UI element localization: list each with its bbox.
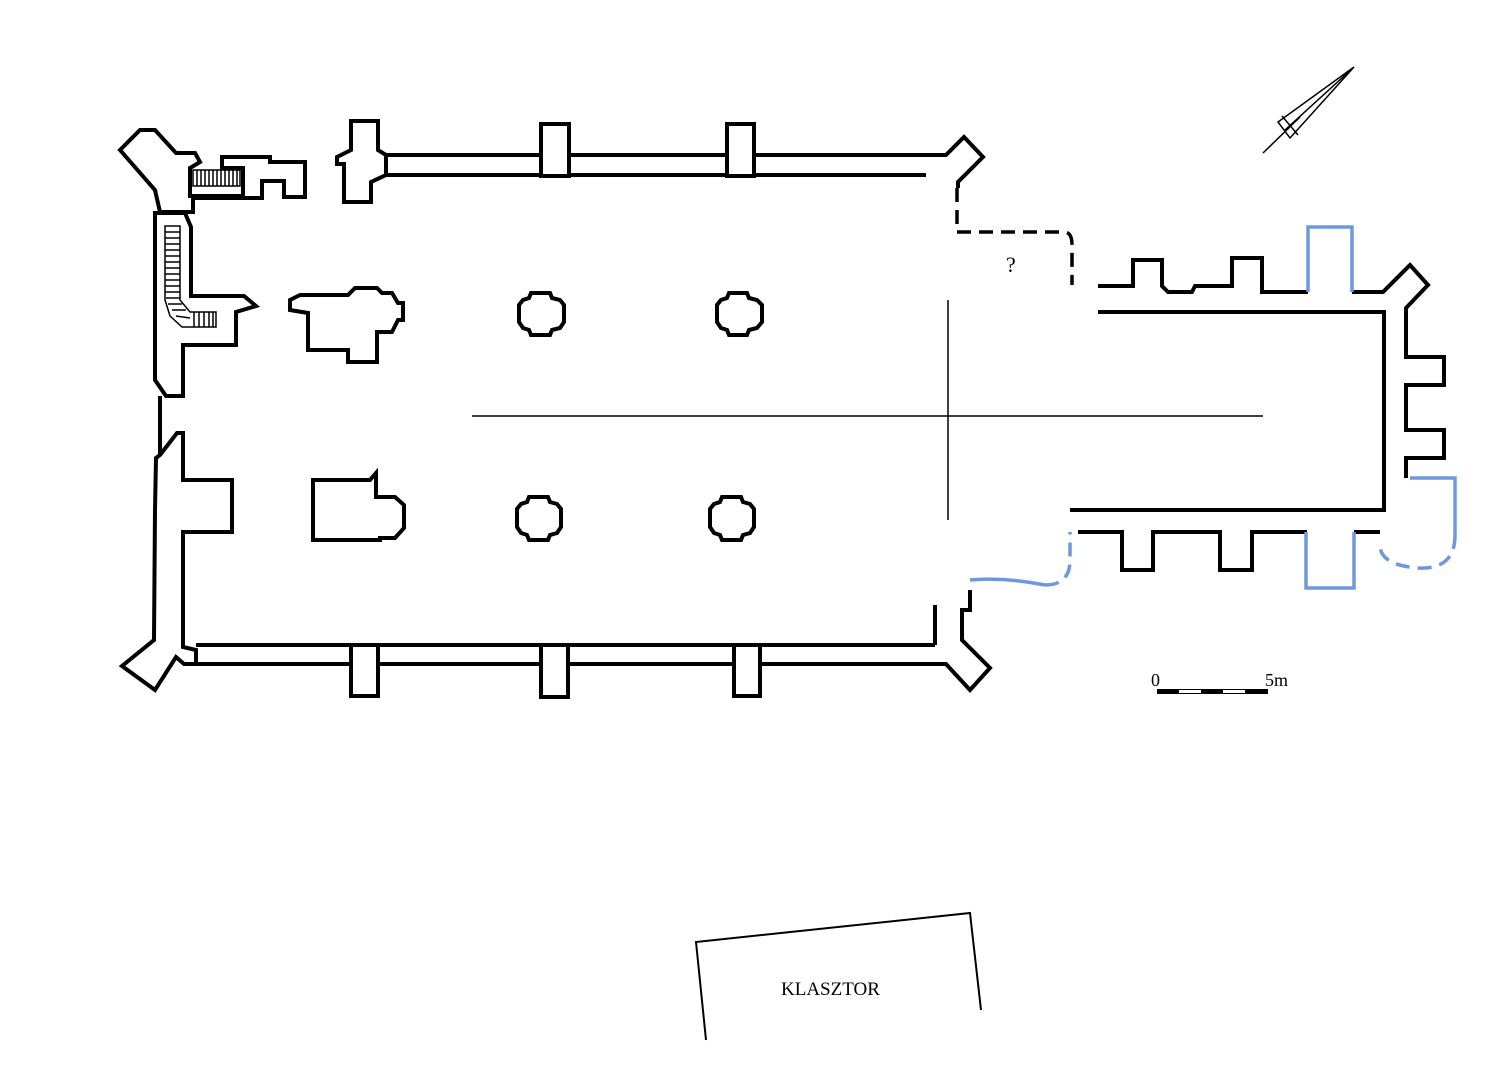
west-wall-south: [118, 431, 234, 693]
pier: [715, 291, 764, 337]
spiral-stair: [164, 225, 217, 328]
chancel: [1070, 256, 1446, 572]
buttress: [725, 122, 756, 178]
nave-piers: [288, 286, 764, 542]
reconstructed-wall-south: [969, 577, 1046, 587]
north-wall: [335, 119, 986, 204]
nw-corner-buttress: [117, 128, 307, 214]
pier-sw: [311, 467, 406, 542]
buttress: [349, 643, 380, 698]
north-arrow-icon: [1262, 66, 1355, 154]
axis-lines: [472, 300, 1263, 520]
buttress: [539, 122, 571, 178]
north-wall-pier: [335, 119, 388, 204]
pier: [708, 495, 756, 542]
reconstructed-walls: [969, 225, 1457, 590]
unknown-mark: ?: [1006, 252, 1016, 277]
reconstructed-wall-south-dashed: [1044, 532, 1072, 587]
west-facade: [117, 128, 307, 693]
west-wall-north: [153, 211, 261, 398]
scale-start-label: 0: [1151, 670, 1160, 690]
buttress: [539, 643, 570, 699]
pier: [515, 495, 563, 542]
monastery-building: KLASZTOR: [694, 911, 982, 1041]
scale-bar: 0 5m: [1151, 670, 1288, 694]
stair-treads-vertical: [165, 231, 214, 327]
chancel-east-wall: [1352, 262, 1446, 478]
monastery-label: KLASZTOR: [781, 979, 880, 1000]
scale-end-label: 5m: [1265, 670, 1288, 690]
south-wall: [196, 590, 993, 699]
uncertain-north-annex: [955, 188, 1074, 285]
reconstructed-buttress-south: [1304, 532, 1356, 590]
stair-treads: [196, 170, 238, 186]
pier-nw: [288, 286, 405, 364]
pier: [517, 291, 566, 337]
buttress: [732, 643, 762, 698]
reconstructed-buttress-north: [1306, 225, 1354, 292]
reconstructed-apse: [1378, 534, 1457, 570]
reconstructed-buttress-east: [1410, 476, 1457, 535]
